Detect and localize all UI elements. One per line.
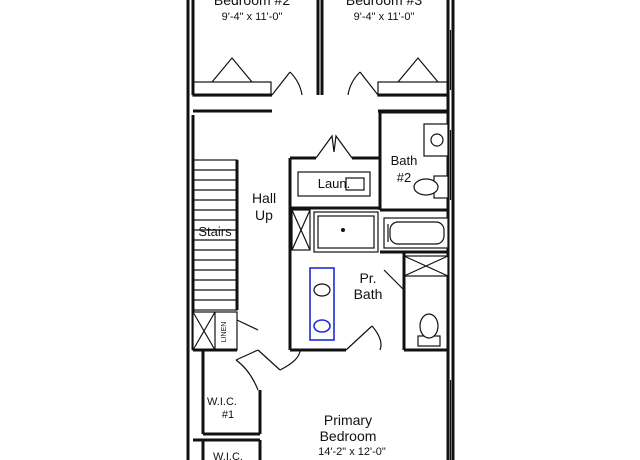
primary-bedroom-dims: 14'-2" x 12'-0" [318, 446, 386, 458]
bedroom-2-dims: 9'-4" x 11'-0" [222, 11, 283, 23]
primary-bedroom-label: Primary [324, 412, 372, 428]
bedroom-3-dims: 9'-4" x 11'-0" [354, 11, 415, 23]
bath-2-number: #2 [397, 170, 411, 185]
primary-bath-label-2: Bath [354, 286, 383, 302]
stairs [192, 159, 239, 311]
wic-1-label: W.I.C. [207, 396, 237, 408]
bath-2 [380, 110, 449, 254]
primary-bedroom-label-2: Bedroom [320, 428, 377, 444]
laundry-label: Laun. [318, 176, 351, 191]
wic-2-label: W.I.C. [213, 451, 243, 460]
wic-1-number: #1 [222, 409, 234, 421]
linen-label: LINEN [221, 322, 228, 343]
bedroom-3-label: Bedroom #3 [346, 0, 422, 8]
primary-bath [290, 252, 449, 352]
laundry-room [288, 112, 382, 350]
linen-closet [192, 311, 259, 352]
primary-bath-label: Pr. [359, 270, 376, 286]
wic-1 [201, 349, 262, 436]
hall-label: Hall [252, 190, 276, 206]
shower [291, 209, 379, 253]
bedroom-2-label: Bedroom #2 [214, 0, 290, 8]
stairs-label: Stairs [198, 224, 232, 239]
bath-2-label: Bath [391, 153, 418, 168]
hall-up-label: Up [255, 207, 273, 223]
wic-2 [193, 438, 262, 460]
primary-bedroom-door [257, 349, 301, 371]
